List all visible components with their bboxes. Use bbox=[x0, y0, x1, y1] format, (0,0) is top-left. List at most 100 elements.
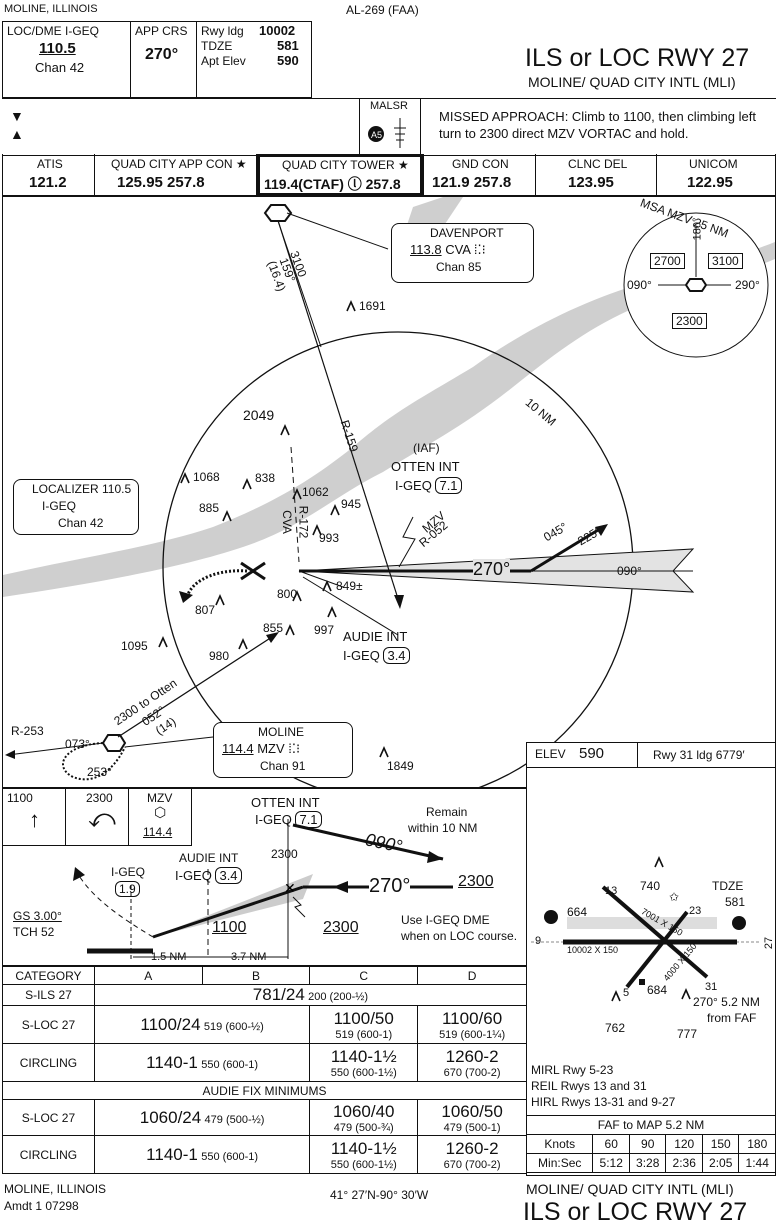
rwy-ldg-label: Rwy ldg bbox=[201, 24, 244, 38]
airport-name: MOLINE/ QUAD CITY INTL (MLI) bbox=[528, 74, 736, 90]
minsec-label: Min:Sec bbox=[525, 1153, 594, 1173]
ma-alt2: 2300 bbox=[86, 791, 113, 805]
comm-unicom: UNICOM 122.95 bbox=[656, 154, 776, 196]
localizer-freq: LOCALIZER 110.5 bbox=[32, 482, 132, 496]
tdze-val: 581 bbox=[277, 38, 299, 53]
radial-172-label: R-172 bbox=[296, 505, 311, 539]
min-value: 1060/40 bbox=[333, 1101, 395, 1121]
knots-value: 90 bbox=[628, 1134, 667, 1154]
min-value: 1100/24 bbox=[140, 1014, 201, 1034]
obstacle-label: 800 bbox=[277, 587, 298, 601]
min-hat: 200 (200-½) bbox=[308, 991, 369, 1003]
audie-dme-val: 3.4 bbox=[383, 647, 410, 664]
obstacle-label: 1062 bbox=[302, 485, 329, 499]
ad-obstacle: 684 bbox=[647, 983, 668, 997]
obstacle-label: 838 bbox=[255, 471, 276, 485]
ma-alt1: 1100 bbox=[7, 791, 33, 805]
rwy31-ldg: Rwy 31 ldg 6779′ bbox=[653, 748, 745, 762]
localizer-info-box: LOCALIZER 110.5 I-GEQ Chan 42 bbox=[13, 479, 139, 535]
radial-052-moline bbox=[117, 634, 276, 738]
profile-igeq-val: 1.9 bbox=[115, 881, 140, 897]
davenport-name: DAVENPORT bbox=[430, 226, 504, 240]
min-hat: 479 (500-1) bbox=[443, 1121, 501, 1134]
min-value: 1100/50 bbox=[333, 1008, 394, 1028]
iaf-label: (IAF) bbox=[413, 441, 440, 455]
min-value: 1140-1 bbox=[146, 1144, 198, 1164]
procedure-turn-out bbox=[530, 525, 604, 573]
profile-alt-faf: 2300 bbox=[323, 919, 359, 936]
obstacle-label: 849± bbox=[336, 579, 363, 593]
river bbox=[3, 242, 775, 597]
min-value: 1260-2 bbox=[445, 1046, 499, 1066]
msa-radial-180: 180° bbox=[691, 217, 704, 241]
moline-name: MOLINE bbox=[258, 725, 305, 739]
rwy-ldg: 10002 bbox=[259, 23, 296, 38]
comm-atis: ATIS 121.2 bbox=[2, 154, 95, 196]
airport-svg: ✩ bbox=[531, 856, 761, 1002]
radial-052 bbox=[302, 576, 399, 636]
loc-box: LOC/DME I-GEQ 110.5 Chan 42 bbox=[2, 21, 131, 98]
comm-tower: QUAD CITY TOWER ★ 119.4(CTAF) ⓛ 257.8 bbox=[257, 154, 423, 196]
footer-title: ILS or LOC RWY 27 bbox=[523, 1198, 748, 1226]
obstacles bbox=[158, 300, 389, 758]
profile-audie: AUDIE INT bbox=[179, 851, 239, 865]
ad-obstacle: 740 bbox=[640, 879, 661, 893]
glideslope-angle: GS 3.00° bbox=[13, 909, 62, 923]
msa-sector-a: 2700 bbox=[650, 253, 685, 269]
obstacle-label: 885 bbox=[199, 501, 220, 515]
malsr-icon: A5 bbox=[368, 118, 406, 148]
msa-sector-b: 3100 bbox=[708, 253, 743, 269]
profile-otten: OTTEN INT bbox=[251, 795, 320, 810]
profile-alt-ga: 2300 bbox=[458, 873, 494, 890]
profile-audie-val: 3.4 bbox=[215, 867, 242, 884]
profile-igeq: I-GEQ bbox=[111, 865, 146, 879]
min-value: 1060/50 bbox=[441, 1101, 503, 1121]
left-turn-arrow-icon: ⤺ bbox=[88, 803, 116, 833]
knots-value: 150 bbox=[701, 1134, 740, 1154]
ad-obstacle: 762 bbox=[605, 1021, 626, 1035]
min-hat: 670 (700-2) bbox=[443, 1158, 501, 1171]
ad-tdze: 581 bbox=[725, 895, 746, 909]
missed-climb bbox=[77, 873, 154, 938]
davenport-chan: Chan 85 bbox=[436, 260, 482, 274]
comms-row: ATIS 121.2 QUAD CITY APP CON ★ 125.95 25… bbox=[2, 154, 776, 196]
elev-value: 590 bbox=[579, 745, 605, 762]
dist-2: 3.7 NM bbox=[231, 951, 267, 963]
time-value: 1:44 bbox=[738, 1153, 776, 1173]
min-value: 1100/60 bbox=[441, 1008, 503, 1028]
min-value: 1140-1½ bbox=[330, 1046, 397, 1066]
audie-label: AUDIE INT bbox=[343, 629, 408, 644]
min-hat: 550 (600-1) bbox=[201, 1150, 259, 1163]
ad-obstacle: 777 bbox=[677, 1027, 698, 1041]
min-hat: 550 (600-1½) bbox=[330, 1066, 397, 1079]
obstacle-label: 997 bbox=[314, 623, 335, 637]
profile-alt-1100: 1100 bbox=[212, 919, 247, 936]
descent-path bbox=[152, 885, 304, 939]
malsr-box: MALSR A5 bbox=[359, 98, 421, 154]
obstacle-label: 2049 bbox=[243, 407, 275, 423]
time-value: 2:36 bbox=[665, 1153, 703, 1173]
knots-value: 120 bbox=[665, 1134, 703, 1154]
min-value: 1140-1½ bbox=[330, 1138, 397, 1158]
comm-name: QUAD CITY TOWER ★ bbox=[282, 158, 409, 172]
otten-label: OTTEN INT bbox=[391, 459, 460, 474]
glideslope-wedge bbox=[153, 874, 313, 937]
min-hat: 519 (600-½) bbox=[203, 1020, 264, 1033]
knots-label: Knots bbox=[525, 1134, 594, 1154]
airport-diagram: ELEV 590 Rwy 31 ldg 6779′ ✩ TDZE 581 740… bbox=[526, 742, 776, 1176]
ad-tdze-label: TDZE bbox=[712, 879, 744, 893]
footer-airport: MOLINE/ QUAD CITY INTL (MLI) bbox=[526, 1181, 734, 1197]
comm-freq: 122.95 bbox=[687, 174, 733, 191]
msa-sector-c: 2300 bbox=[672, 313, 707, 329]
profile-view: 1100 ↑ 2300 ⤺ MZV ⬡ 114.4 ✕ OTTEN INT I-… bbox=[2, 788, 527, 966]
obstacle-label: 1849 bbox=[387, 759, 414, 773]
comm-app: QUAD CITY APP CON ★ 125.95 257.8 bbox=[94, 154, 257, 196]
dme-fix-mark bbox=[398, 516, 416, 568]
obstacle-label: 945 bbox=[341, 497, 362, 511]
comm-name: CLNC DEL bbox=[568, 157, 628, 171]
ma-fix-id: MZV bbox=[147, 791, 173, 805]
obstacle-label: 807 bbox=[195, 603, 216, 617]
runway-5-23 bbox=[625, 910, 689, 989]
loc-label: LOC/DME I-GEQ bbox=[7, 24, 100, 38]
comm-gnd: GND CON 121.9 257.8 bbox=[423, 154, 536, 196]
